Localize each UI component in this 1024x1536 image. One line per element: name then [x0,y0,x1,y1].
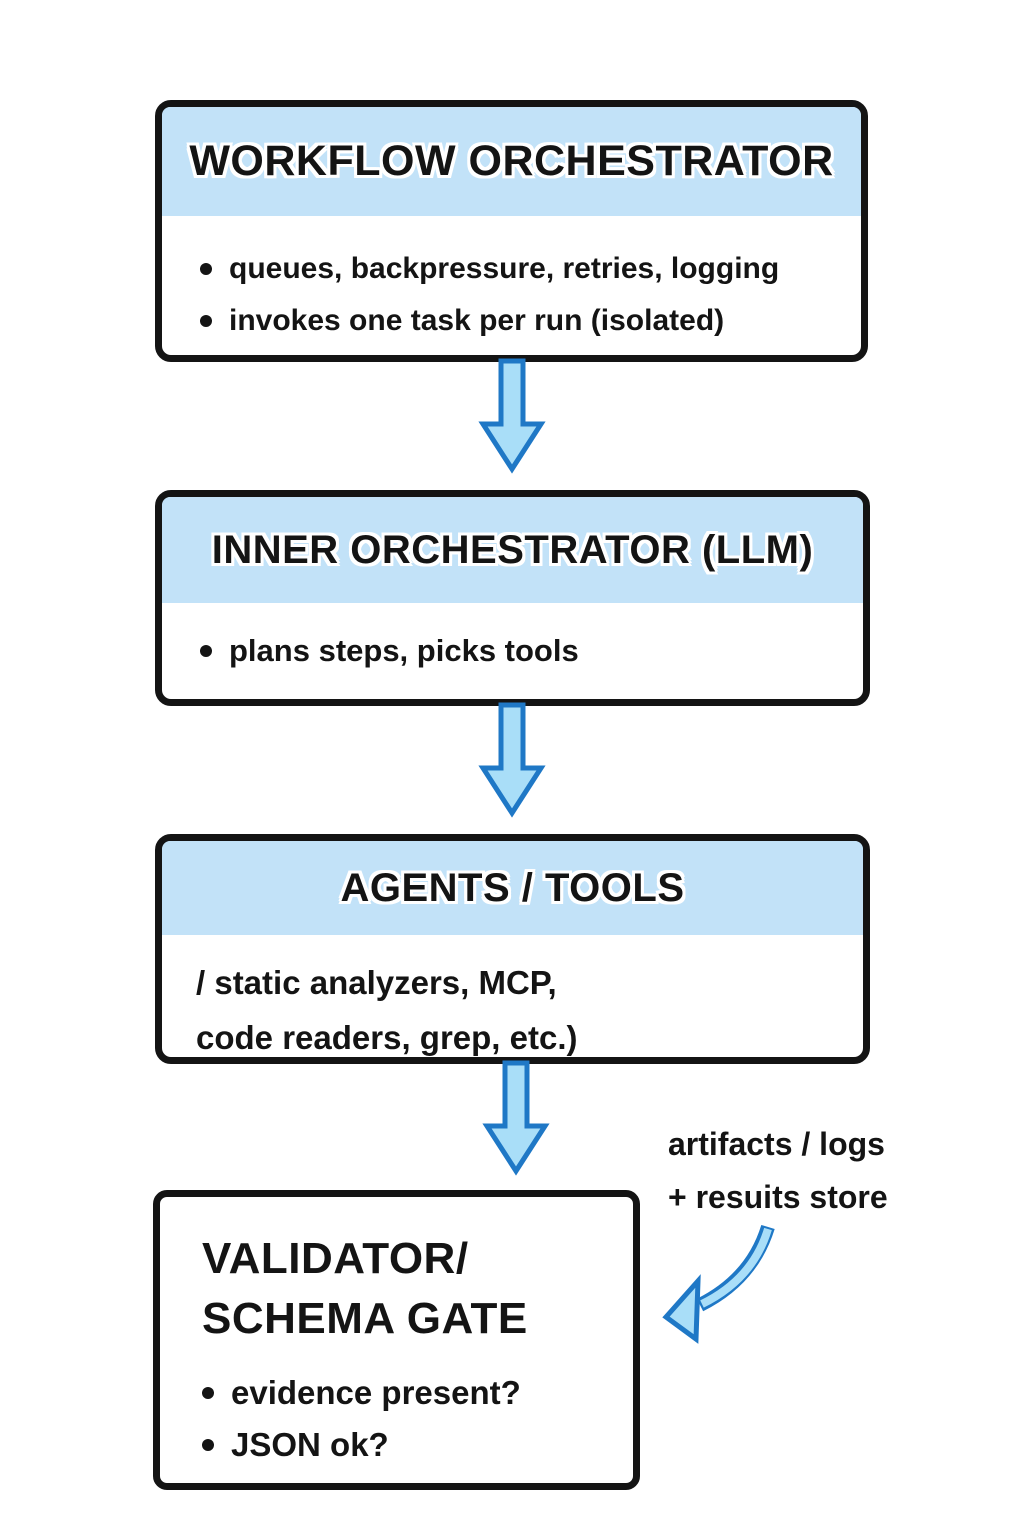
node-title-validator-line2: SCHEMA GATE [202,1294,528,1343]
node-header-band: WORKFLOW ORCHESTRATOR [162,107,861,216]
node-header-band: AGENTS / TOOLS [162,841,863,935]
bullet-text: evidence present? [231,1374,521,1411]
flow-down-arrow-1 [478,358,546,474]
bullet-dot-icon [202,1387,214,1399]
node-body: queues, backpressure, retries, logging i… [162,216,861,347]
node-title-validator-line1: VALIDATOR/ [202,1234,469,1283]
bullet-item: queues, backpressure, retries, logging [200,243,841,295]
bullet-dot-icon [200,645,212,657]
annotation-line: artifacts / logs [668,1126,885,1162]
flow-down-arrow-2 [478,702,546,818]
bullet-dot-icon [200,263,212,275]
node-title-workflow-orchestrator: WORKFLOW ORCHESTRATOR [189,137,834,185]
annotation-line: + resuits store [668,1179,888,1215]
bullet-text: invokes one task per run (isolated) [229,304,725,337]
node-workflow-orchestrator: WORKFLOW ORCHESTRATOR queues, backpressu… [155,100,868,362]
feedback-curved-arrow [662,1224,775,1344]
node-inner-orchestrator: INNER ORCHESTRATOR (LLM) plans steps, pi… [155,490,870,706]
bullet-dot-icon [202,1439,214,1451]
bullet-dot-icon [200,315,212,327]
bullet-text: queues, backpressure, retries, logging [229,252,780,285]
bullet-item: plans steps, picks tools [200,625,843,677]
node-header-band: INNER ORCHESTRATOR (LLM) [162,497,863,603]
bullet-item: invokes one task per run (isolated) [200,295,841,347]
node-validator-schema-gate: VALIDATOR/ SCHEMA GATE evidence present?… [153,1190,640,1490]
annotation-artifacts-logs: artifacts / logs + resuits store [668,1118,888,1224]
flow-down-arrow-3 [482,1060,550,1176]
node-body: plans steps, picks tools [162,603,863,677]
bullet-text: plans steps, picks tools [229,633,579,668]
node-body: VALIDATOR/ SCHEMA GATE evidence present?… [160,1197,633,1471]
node-title-inner-orchestrator: INNER ORCHESTRATOR (LLM) [211,527,814,572]
body-text-line: code readers, grep, etc.) [196,1019,578,1056]
node-body: / static analyzers, MCP, code readers, g… [162,935,863,1065]
bullet-item: evidence present? [202,1367,617,1419]
bullet-item: JSON ok? [202,1419,617,1471]
node-title-agents-tools: AGENTS / TOOLS [340,865,685,910]
node-agents-tools: AGENTS / TOOLS / static analyzers, MCP, … [155,834,870,1064]
body-text-line: / static analyzers, MCP, [196,964,557,1001]
bullet-text: JSON ok? [231,1426,389,1463]
